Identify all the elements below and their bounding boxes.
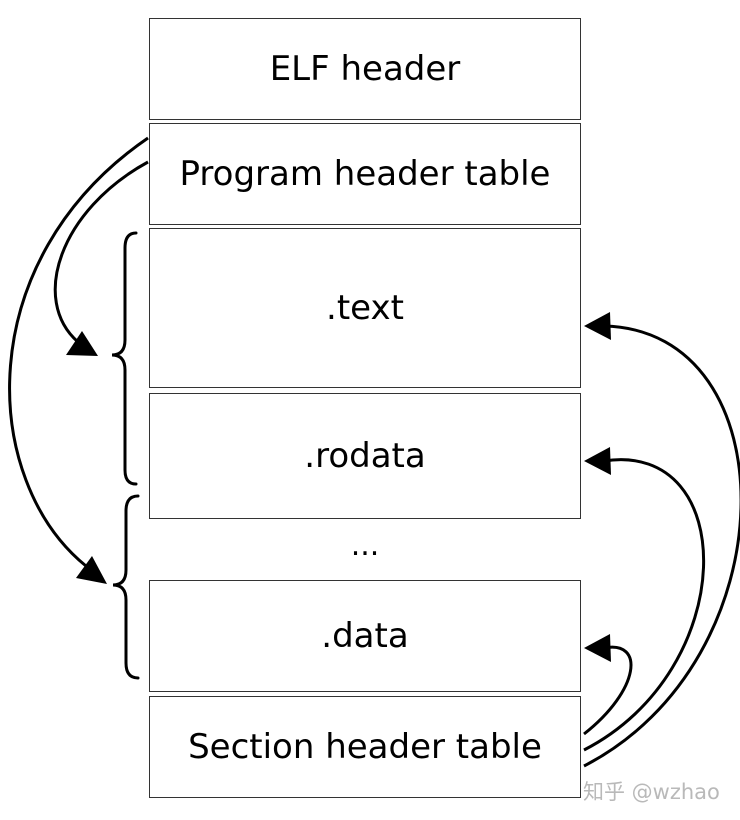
program-header-arrow-to-second-segment [8,136,149,568]
elf-header-block: ELF header [149,18,581,120]
program-header-arrow-to-first-segment [53,160,149,344]
text-section-block: .text [149,228,581,388]
upper-segment-brace [111,231,138,486]
section-header-arrow-head-data [584,634,611,662]
text-section-label: .text [326,288,404,328]
program-header-arrow-head-2 [76,556,107,584]
program-header-table-block: Program header table [149,123,581,225]
lower-segment-brace [112,494,140,680]
rodata-section-block: .rodata [149,393,581,519]
section-header-table-label: Section header table [188,727,542,767]
data-section-label: .data [321,616,409,656]
section-header-arrow-to-text [583,324,740,768]
sections-ellipsis: ... [350,528,380,563]
section-header-arrow-to-rodata [583,458,705,752]
section-header-arrow-to-data [583,645,633,736]
program-header-table-label: Program header table [179,154,551,194]
section-header-arrow-head-text [584,312,611,340]
program-header-arrow-head-1 [66,331,98,356]
data-section-block: .data [149,580,581,692]
elf-header-label: ELF header [269,49,461,89]
section-header-table-block: Section header table [149,696,581,798]
watermark: 知乎 @wzhao [583,780,720,804]
section-header-arrow-head-rodata [584,447,611,475]
rodata-section-label: .rodata [304,436,426,476]
